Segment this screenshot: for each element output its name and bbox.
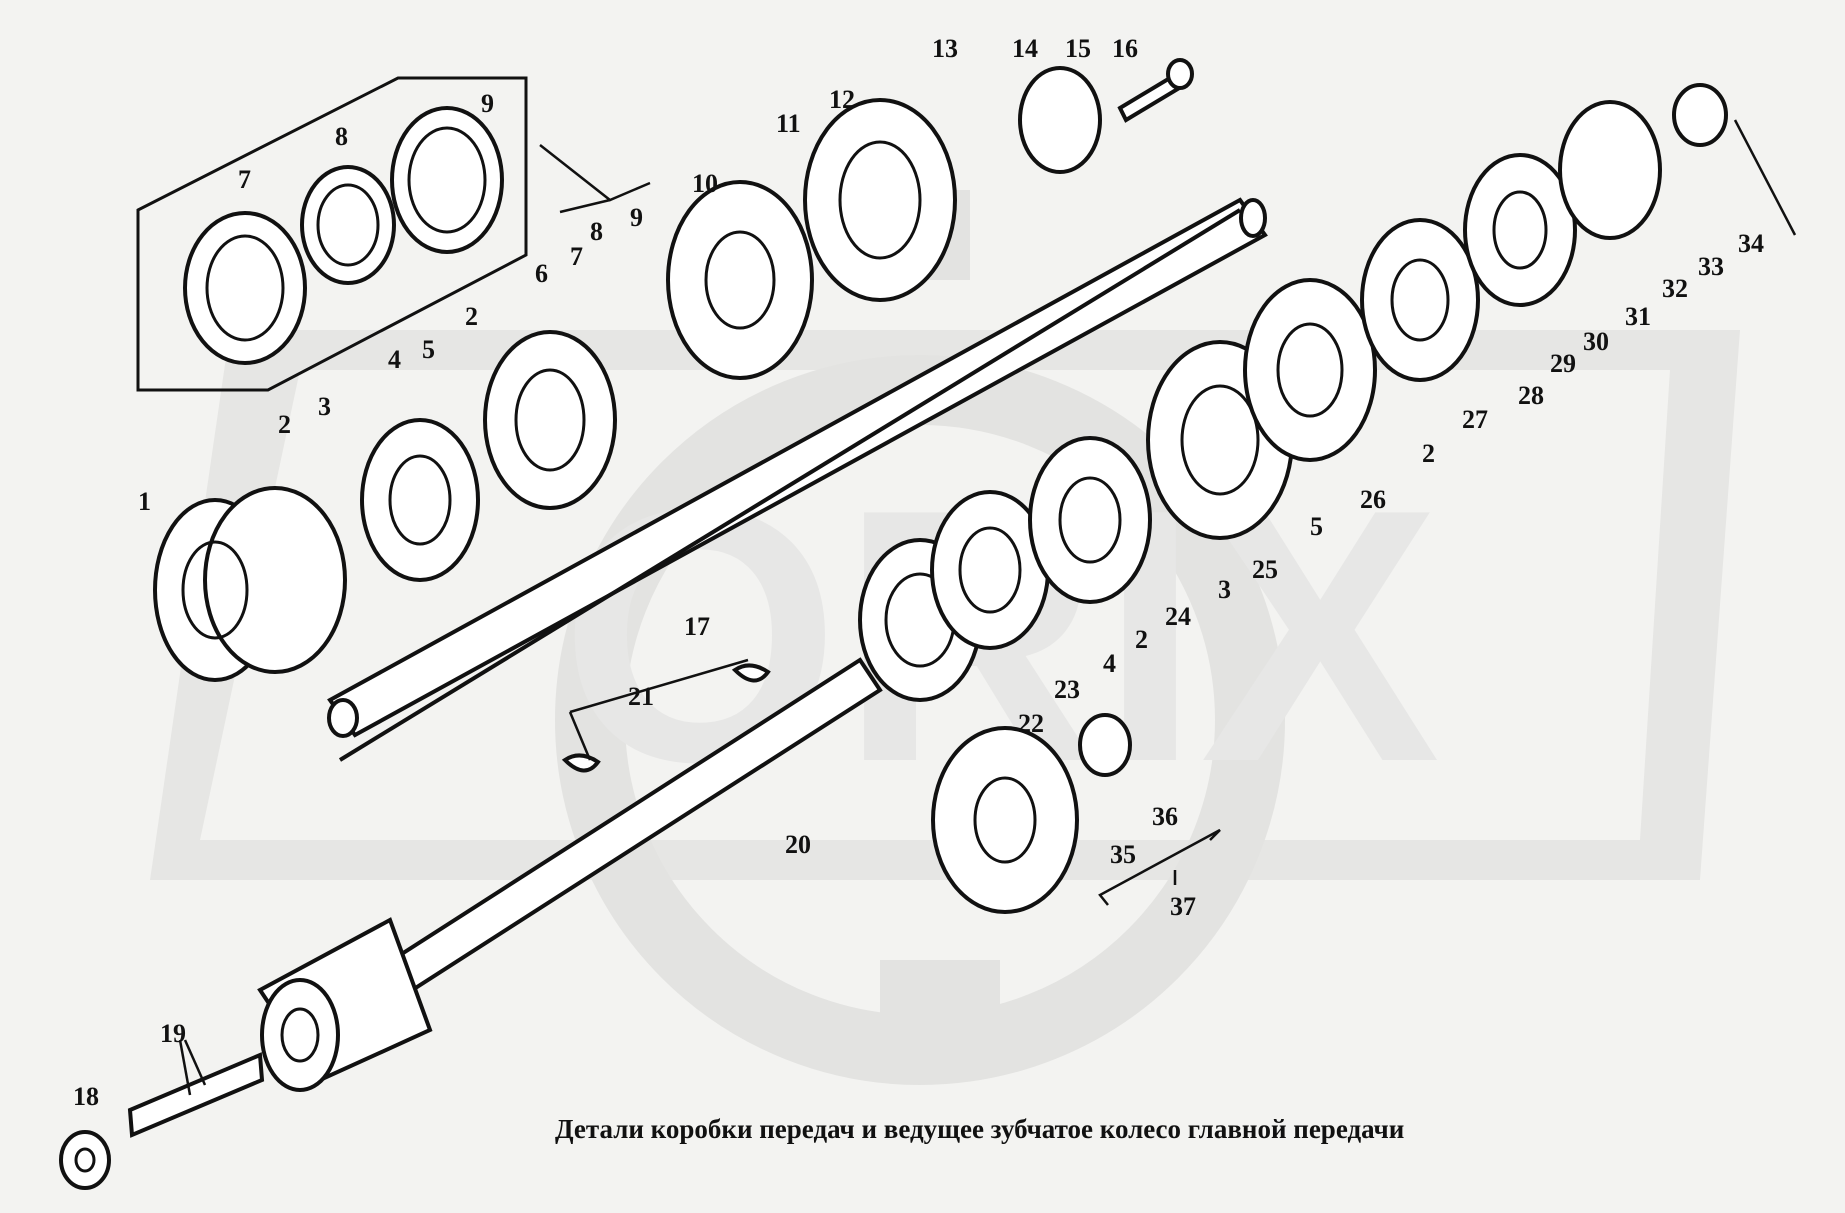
label-7: 7 (238, 165, 251, 194)
label-18: 18 (73, 1082, 99, 1111)
label-30: 30 (1583, 327, 1609, 356)
label-24: 24 (1165, 602, 1191, 631)
label-4: 4 (388, 345, 401, 374)
synchro-hub-12 (803, 98, 957, 302)
label-17: 17 (684, 612, 710, 641)
gear-27 (1360, 218, 1480, 382)
shaft-17 (338, 208, 1242, 762)
keys-19 (127, 1052, 265, 1138)
gear-26 (1243, 278, 1377, 462)
label-9: 9 (481, 89, 494, 118)
gear-2-6 (483, 330, 617, 510)
upper-shaft-assembly (153, 58, 1268, 738)
leader-lines (178, 119, 1797, 1096)
label-2: 2 (1135, 625, 1148, 654)
label-27: 27 (1462, 405, 1488, 434)
synchro-hub-left (360, 418, 480, 582)
label-26: 26 (1360, 485, 1386, 514)
gear-1 (153, 486, 347, 682)
label-5: 5 (1310, 512, 1323, 541)
label-16: 16 (1112, 34, 1138, 63)
lower-shaft-assembly (257, 83, 1728, 1092)
label-2: 2 (1422, 439, 1435, 468)
label-19: 19 (160, 1019, 186, 1048)
label-3: 3 (1218, 575, 1231, 604)
label-8: 8 (590, 217, 603, 246)
label-9: 9 (630, 203, 643, 232)
bearing-14 (1018, 66, 1102, 174)
bushing-36 (1078, 713, 1132, 777)
gear-24 (1028, 436, 1152, 604)
label-15: 15 (1065, 34, 1091, 63)
label-5: 5 (422, 335, 435, 364)
label-2: 2 (465, 302, 478, 331)
label-21: 21 (628, 682, 654, 711)
nut-34 (1672, 83, 1728, 147)
figure-caption: Детали коробки передач и ведущее зубчато… (555, 1114, 1404, 1144)
gear-32 (1558, 100, 1662, 240)
inset-box (136, 76, 528, 392)
label-13: 13 (932, 34, 958, 63)
label-34: 34 (1738, 229, 1764, 258)
label-1: 1 (138, 487, 151, 516)
label-33: 33 (1698, 252, 1724, 281)
label-6: 6 (535, 259, 548, 288)
label-7: 7 (570, 242, 583, 271)
label-29: 29 (1550, 349, 1576, 378)
label-4: 4 (1103, 649, 1116, 678)
ring-7-inset (183, 211, 307, 365)
label-31: 31 (1625, 302, 1651, 331)
label-32: 32 (1662, 274, 1688, 303)
label-11: 11 (776, 109, 801, 138)
label-28: 28 (1518, 381, 1544, 410)
label-8: 8 (335, 122, 348, 151)
washer-18 (59, 1130, 111, 1190)
label-25: 25 (1252, 555, 1278, 584)
label-2: 2 (278, 410, 291, 439)
label-20: 20 (785, 830, 811, 859)
label-36: 36 (1152, 802, 1178, 831)
part-labels: 1 2 3 4 5 2 6 7 8 9 7 8 9 10 11 12 13 14… (73, 34, 1764, 1111)
gear-30 (1463, 153, 1577, 307)
label-10: 10 (692, 169, 718, 198)
pinion-gear (257, 917, 433, 1092)
label-14: 14 (1012, 34, 1038, 63)
label-37: 37 (1170, 892, 1196, 921)
ring-8-inset (300, 165, 396, 285)
label-3: 3 (318, 392, 331, 421)
ring-9-inset (390, 106, 504, 254)
label-22: 22 (1018, 709, 1044, 738)
label-35: 35 (1110, 840, 1136, 869)
label-12: 12 (829, 85, 855, 114)
gear-35 (931, 726, 1079, 914)
label-23: 23 (1054, 675, 1080, 704)
gear-10 (666, 180, 814, 380)
bolt-16 (1117, 58, 1194, 123)
